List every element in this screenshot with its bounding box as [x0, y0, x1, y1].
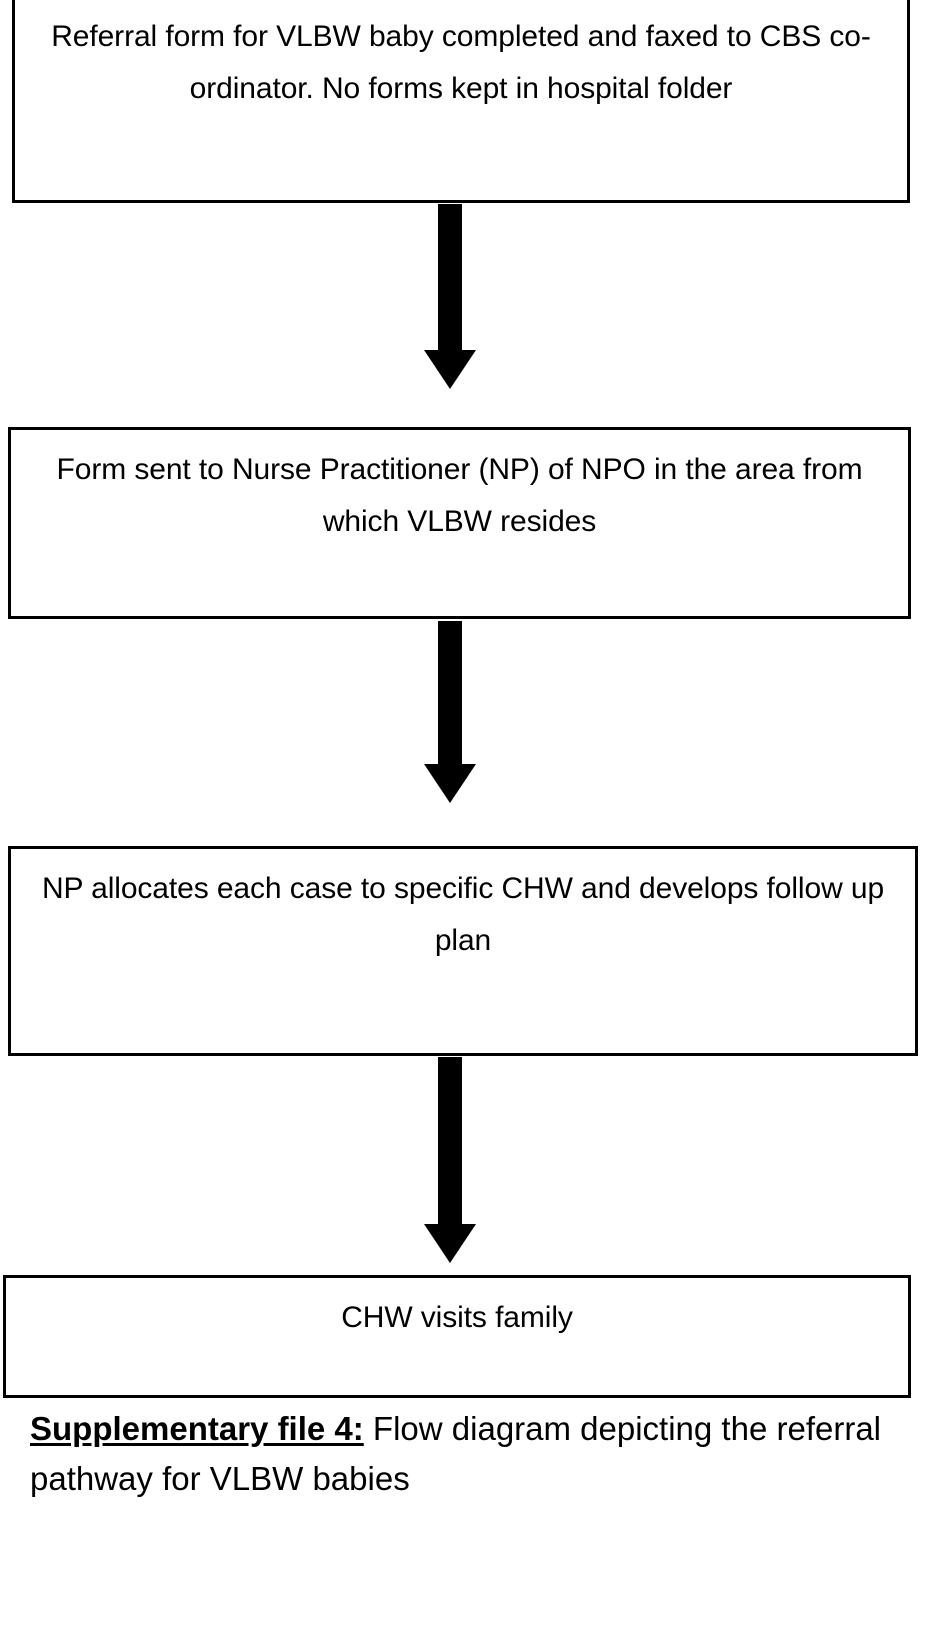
- flow-node-form-to-np-label: Form sent to Nurse Practitioner (NP) of …: [56, 453, 863, 538]
- flow-arrow-3-down-icon: [424, 1057, 476, 1263]
- figure-caption-label: Supplementary file 4:: [30, 1410, 364, 1447]
- flow-node-form-to-np: Form sent to Nurse Practitioner (NP) of …: [8, 427, 911, 619]
- flow-arrow-2-down-icon: [424, 621, 476, 803]
- flow-node-chw-visits-family: CHW visits family: [3, 1275, 911, 1398]
- figure-caption-text: Flow diagram depicting the referral path…: [30, 1410, 882, 1497]
- flow-node-chw-visits-family-label: CHW visits family: [341, 1301, 573, 1334]
- flow-node-np-allocates-label: NP allocates each case to specific CHW a…: [41, 872, 885, 957]
- flow-arrow-1-down-icon: [424, 204, 476, 389]
- flow-node-referral-form: Referral form for VLBW baby completed an…: [12, 0, 910, 203]
- flow-node-np-allocates: NP allocates each case to specific CHW a…: [8, 846, 918, 1056]
- figure-caption: Supplementary file 4: Flow diagram depic…: [30, 1404, 910, 1503]
- flow-node-referral-form-label: Referral form for VLBW baby completed an…: [51, 20, 871, 105]
